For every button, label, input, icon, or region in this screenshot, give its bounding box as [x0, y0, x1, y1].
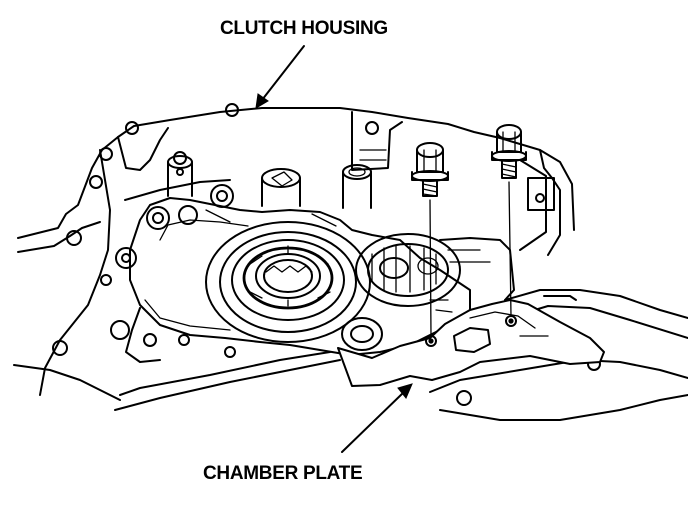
chamber-plate-label: CHAMBER PLATE — [203, 463, 363, 484]
clutch-housing-leader — [255, 45, 305, 109]
chamber-plate-leader — [341, 383, 413, 453]
oil-pump-gears — [355, 233, 515, 307]
main-shaft-bearing — [205, 221, 371, 343]
bolt-alignment-lines — [429, 181, 512, 337]
pump-body-casting — [110, 155, 471, 363]
chamber-plate — [337, 299, 605, 387]
flange-bolt-right — [491, 124, 527, 179]
flange-bolt-holes — [52, 103, 601, 406]
clutch-housing-label: CLUTCH HOUSING — [220, 18, 388, 39]
casting-detail-lines — [205, 193, 577, 313]
flange-bolt-left — [411, 142, 449, 197]
